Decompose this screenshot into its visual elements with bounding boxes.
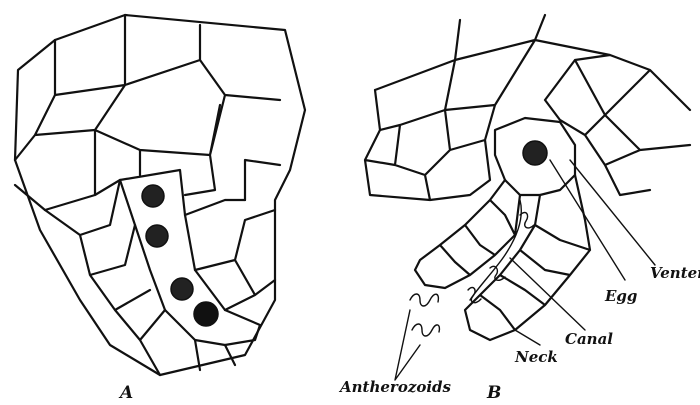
panel-b-neck-right: [465, 175, 590, 340]
venter-label: Venter: [650, 264, 700, 282]
panel-a-nucleus: [142, 185, 164, 207]
panel-a-letter: A: [118, 383, 133, 403]
neck-leader: [515, 330, 540, 345]
antherozoids-label: Antherozoids: [338, 378, 452, 396]
panel-b-drawing: [365, 15, 690, 380]
panel-a-nucleus: [146, 225, 168, 247]
panel-a-canal: [120, 170, 260, 345]
panel-a-nucleus: [171, 278, 193, 300]
canal-label: Canal: [565, 330, 613, 348]
panel-b-tissue: [365, 15, 690, 200]
free-antherozoid: [412, 324, 439, 336]
egg-label: Egg: [604, 287, 637, 305]
antherozoids-pointer: [395, 310, 420, 380]
panel-b-canal: [470, 200, 521, 300]
egg-nucleus: [523, 141, 547, 165]
free-antherozoid: [410, 294, 438, 306]
panel-a-nucleus: [194, 302, 218, 326]
panel-a-cells-lower: [45, 180, 275, 375]
panel-b-letter: B: [486, 383, 501, 403]
panel-a-drawing: [15, 15, 305, 375]
antherozoid-in-canal: [520, 213, 534, 228]
neck-label: Neck: [514, 348, 558, 366]
egg-leader: [550, 160, 625, 280]
panel-a-cells-upper: [15, 15, 280, 210]
